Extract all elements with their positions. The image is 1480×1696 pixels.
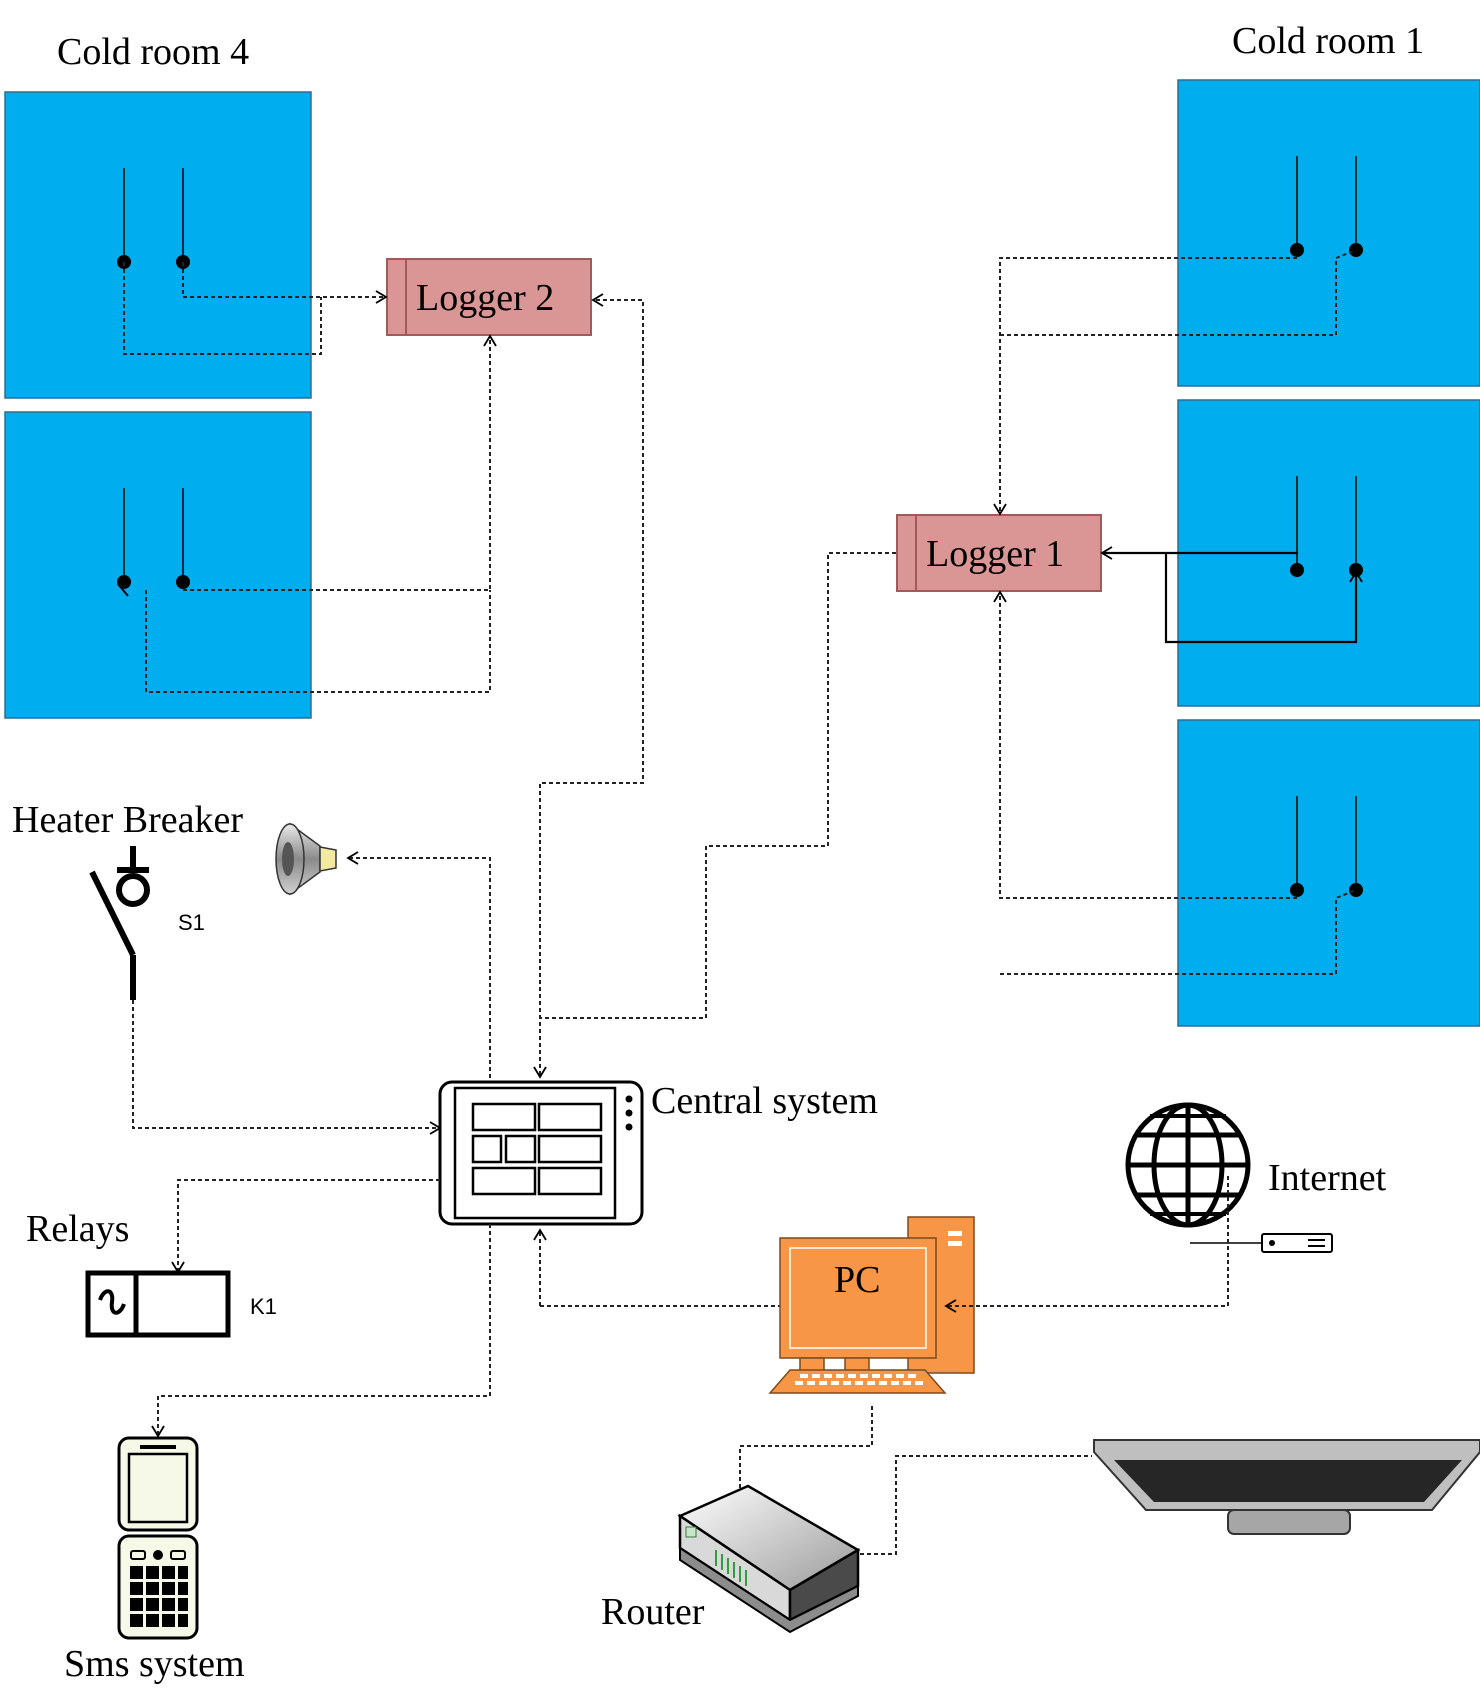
logger-1: Logger 1 [896, 514, 1102, 592]
cold-room-right-3-box [1177, 719, 1480, 1027]
logger-2-label: Logger 2 [416, 277, 554, 319]
pc-label: PC [834, 1259, 880, 1301]
router-to-monitor [860, 1455, 1092, 1555]
logger-1-label: Logger 1 [926, 533, 1064, 575]
phone-icon [117, 1436, 199, 1640]
heater-breaker-label: Heater Breaker [12, 799, 243, 841]
cold-room-3-right [1177, 719, 1480, 1027]
sensor-dot [176, 575, 190, 589]
pc-to-router [739, 1406, 873, 1490]
central-system-label: Central system [651, 1080, 878, 1122]
speaker-icon [275, 822, 337, 896]
cold-room-1 [1177, 79, 1480, 387]
cold-room-4 [4, 91, 312, 399]
cold-room-4-label: Cold room 4 [57, 31, 249, 73]
router-icon [677, 1484, 861, 1634]
sensor-dot [1290, 243, 1304, 257]
tablet-icon [438, 1080, 644, 1226]
internet-to-pc [944, 1176, 1229, 1313]
breaker-to-central [132, 1000, 442, 1135]
monitor-icon [1093, 1439, 1480, 1535]
sensor-dot [1290, 883, 1304, 897]
switch-icon [89, 846, 150, 1000]
cold-room-1-box [1177, 79, 1480, 387]
left-wiring [117, 262, 497, 693]
logger2-link [591, 293, 644, 362]
s1-label: S1 [178, 910, 205, 935]
sms-system-label: Sms system [64, 1643, 245, 1685]
central-to-relays [171, 1179, 440, 1274]
globe-icon [1125, 1102, 1251, 1228]
network-adapter-icon [1190, 1233, 1333, 1253]
sensor-dot [117, 575, 131, 589]
logger1-to-central [541, 552, 896, 1019]
relay-icon [85, 1270, 231, 1338]
cold-room-3-box [4, 411, 312, 719]
cold-room-1-label: Cold room 1 [1232, 20, 1424, 62]
relays-label: Relays [26, 1208, 129, 1250]
cold-room-3 [4, 411, 312, 719]
central-to-speaker [346, 851, 491, 1078]
router-label: Router [601, 1591, 705, 1633]
right-wiring [993, 249, 1363, 975]
sensor-dot [1349, 883, 1363, 897]
k1-label: K1 [250, 1294, 277, 1319]
central-to-sms [151, 1224, 491, 1438]
logger-2: Logger 2 [386, 258, 592, 336]
cold-room-4-box [4, 91, 312, 399]
internet-label: Internet [1268, 1157, 1387, 1199]
computer-icon [768, 1216, 975, 1394]
sensor-dot [1290, 563, 1304, 577]
logger2-to-central [533, 362, 644, 1079]
